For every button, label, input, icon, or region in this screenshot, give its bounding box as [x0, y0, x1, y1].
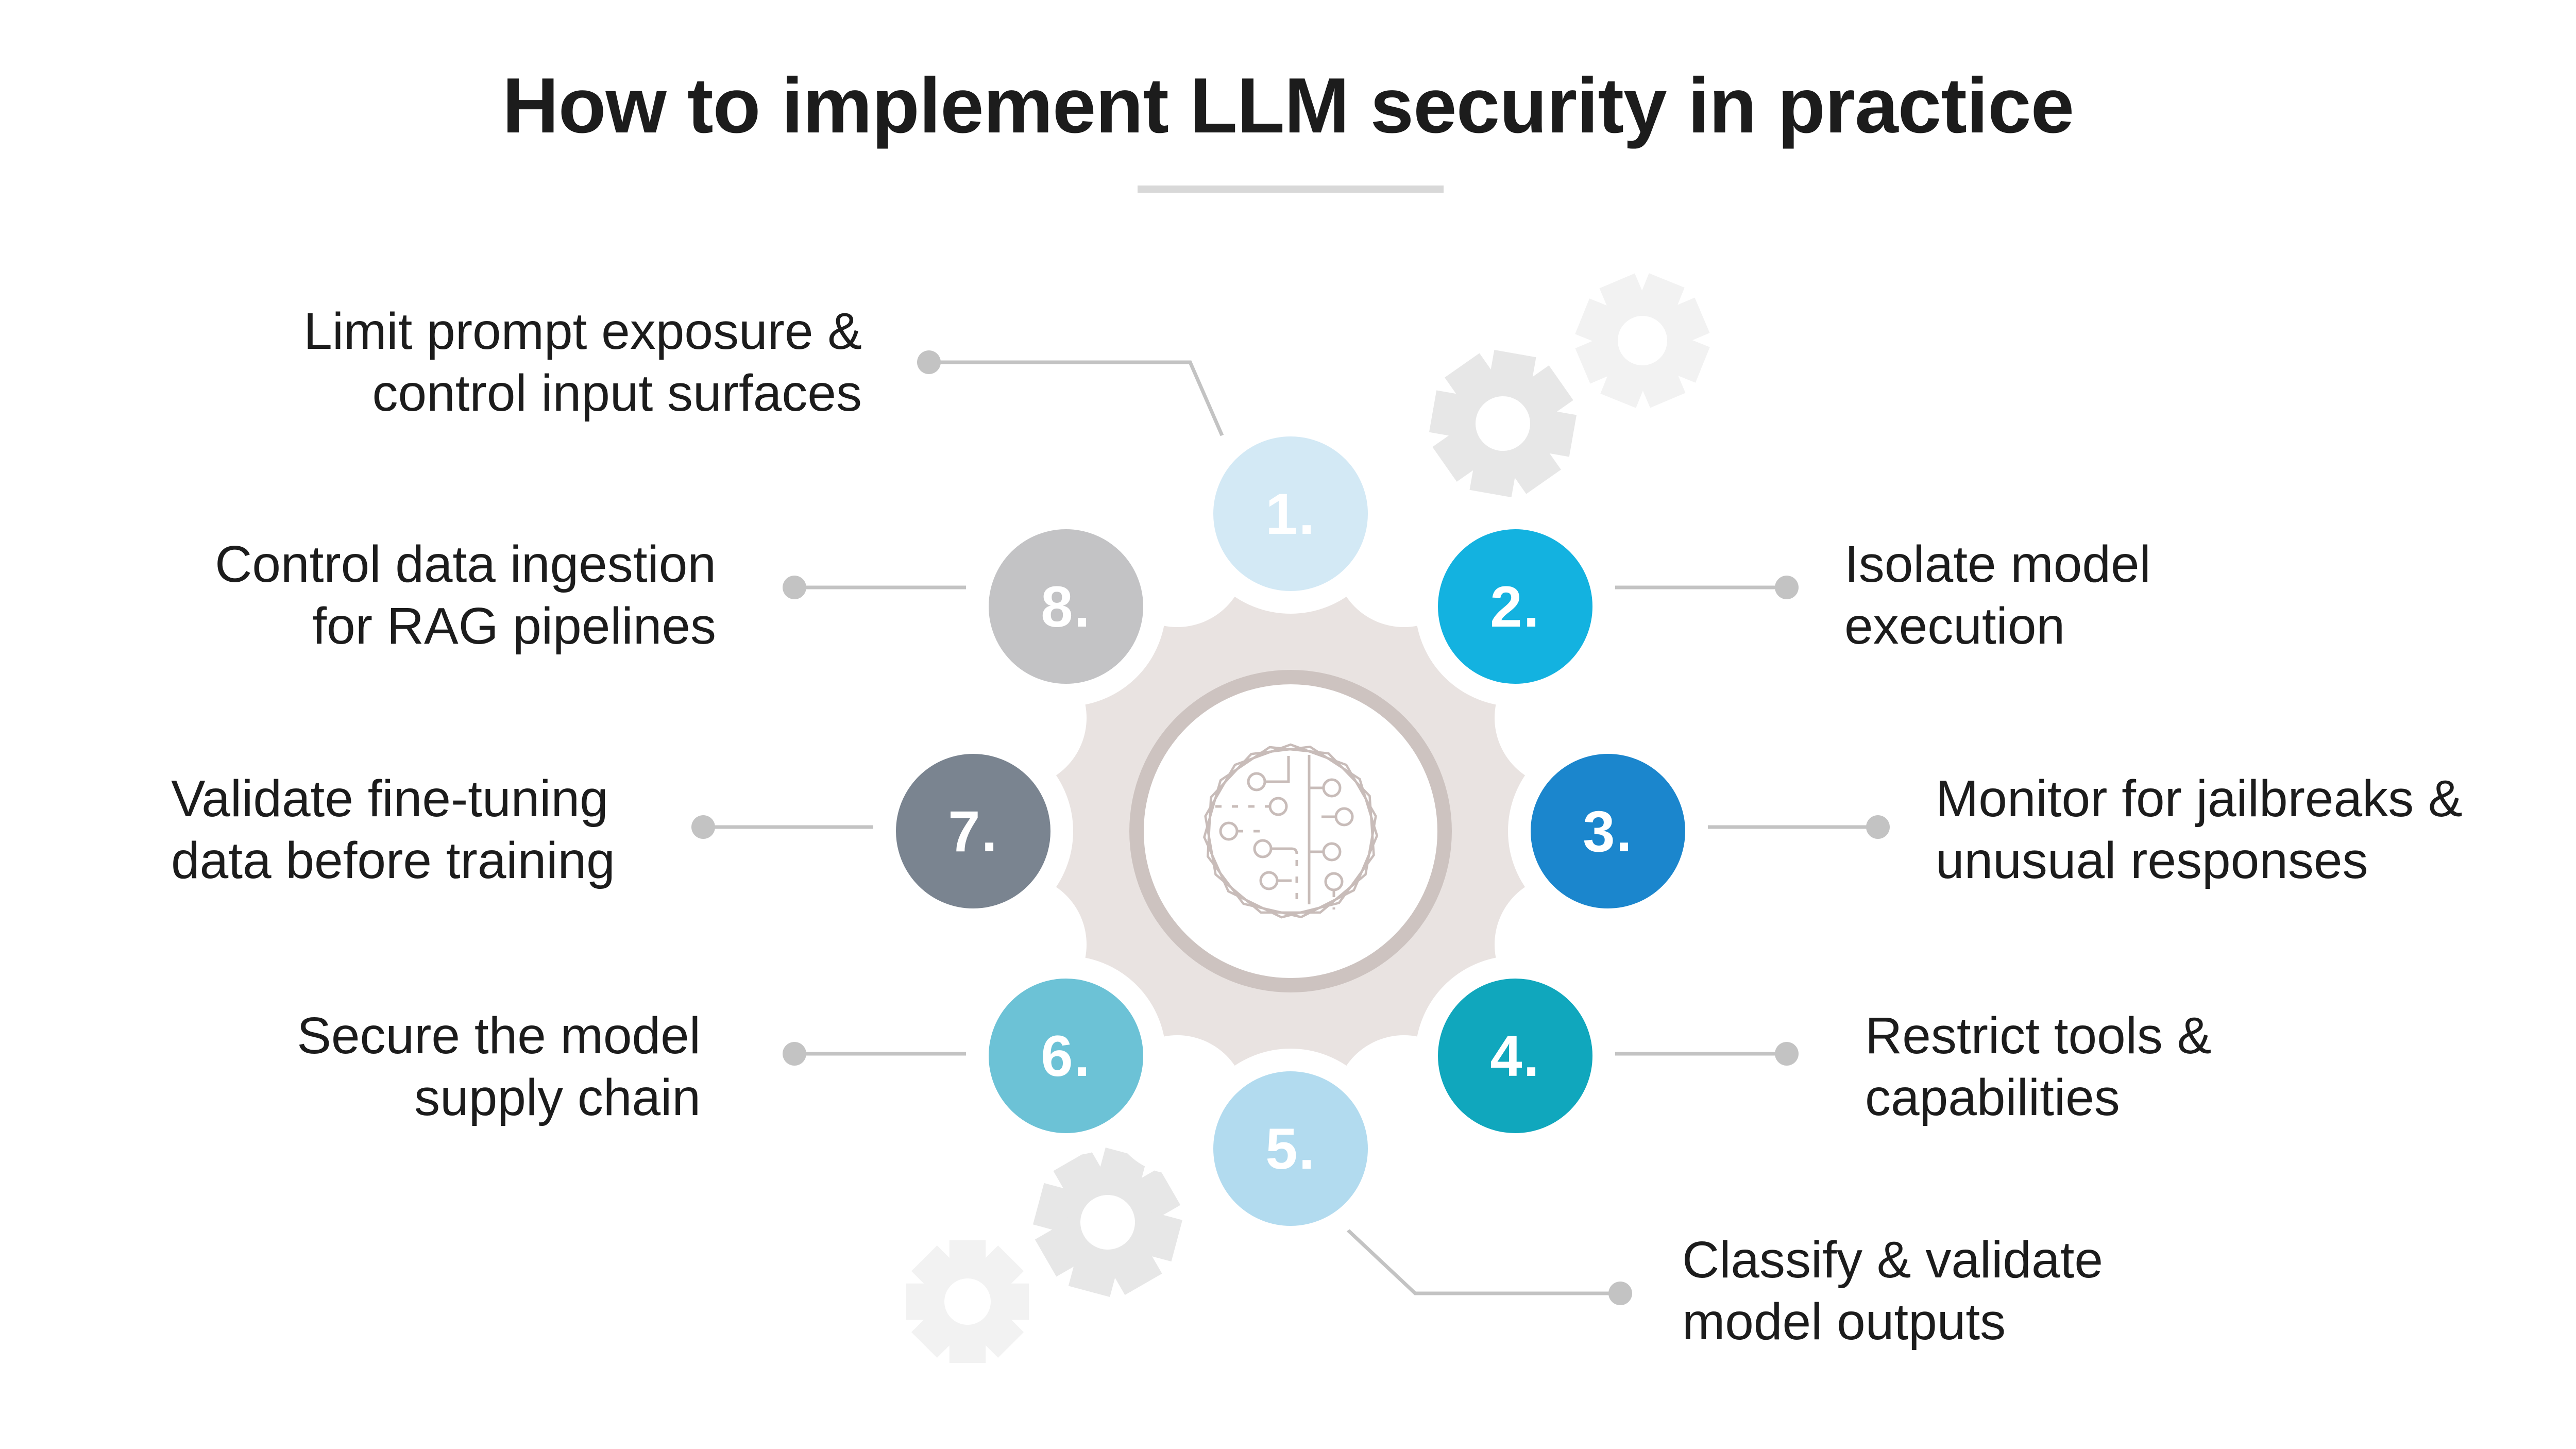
gear-icon — [906, 1240, 1029, 1363]
step-3-circle: 3. — [1508, 731, 1708, 931]
step-8-label: Control data ingestion for RAG pipelines — [215, 535, 716, 655]
step-7-label: Validate fine-tuning data before trainin… — [171, 770, 615, 889]
step-1-label: Limit prompt exposure & control input su… — [303, 302, 862, 422]
gear-icon — [1032, 1147, 1183, 1298]
step-8-circle: 8. — [966, 507, 1166, 706]
connectors — [691, 350, 1890, 1305]
step-6-label: Secure the model supply chain — [297, 1007, 701, 1126]
circuit-brain-icon — [1203, 743, 1379, 919]
step-7-number: 7. — [948, 799, 998, 864]
title-underline — [1138, 186, 1444, 193]
step-6-circle: 6. — [966, 956, 1166, 1156]
step-4-circle: 4. — [1415, 956, 1615, 1156]
gear-icon — [1575, 273, 1710, 408]
decorative-gears — [906, 273, 1710, 1363]
step-2-number: 2. — [1490, 574, 1540, 639]
step-1-circle: 1. — [1191, 414, 1391, 614]
step-2-circle: 2. — [1415, 507, 1615, 706]
step-3-number: 3. — [1583, 799, 1633, 864]
connector-step-1 — [929, 360, 1224, 436]
gear-hub-center — [1144, 684, 1437, 978]
step-1-number: 1. — [1265, 481, 1316, 546]
step-5-circle: 5. — [1191, 1049, 1391, 1249]
step-8-number: 8. — [1041, 574, 1091, 639]
step-3-label: Monitor for jailbreaks & unusual respons… — [1936, 770, 2463, 889]
step-4-label: Restrict tools & capabilities — [1865, 1007, 2212, 1126]
step-2-label: Isolate model execution — [1844, 535, 2151, 655]
step-4-number: 4. — [1490, 1023, 1540, 1088]
gear-icon — [1429, 349, 1577, 498]
page-title: How to implement LLM security in practic… — [502, 62, 2074, 149]
step-5-label: Classify & validate model outputs — [1682, 1231, 2103, 1351]
step-6-number: 6. — [1041, 1023, 1091, 1088]
step-5-number: 5. — [1265, 1116, 1316, 1181]
connector-step-5 — [1338, 1221, 1620, 1295]
